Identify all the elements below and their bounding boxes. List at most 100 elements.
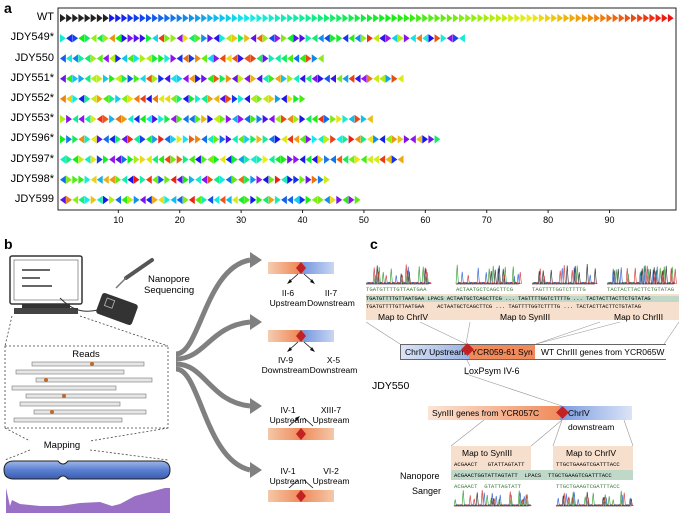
gene-arrow xyxy=(225,74,232,83)
gene-arrow xyxy=(428,13,435,23)
chromatogram-trace xyxy=(454,490,532,507)
gene-arrow xyxy=(188,34,195,43)
gene-arrow xyxy=(115,74,122,83)
gene-arrow xyxy=(225,155,232,164)
gene-arrow xyxy=(121,195,128,205)
gene-arrow xyxy=(158,195,165,205)
gene-arrow xyxy=(274,114,281,124)
panel-b-label: b xyxy=(4,236,13,252)
gene-arrow xyxy=(109,34,115,43)
gene-arrow xyxy=(330,74,336,83)
gene-arrow xyxy=(360,34,367,43)
connector-line xyxy=(623,419,634,447)
gene-arrow xyxy=(360,155,367,164)
gene-arrow xyxy=(299,155,306,164)
gene-arrow xyxy=(330,34,336,43)
gene-arrow xyxy=(631,13,637,23)
gene-arrow xyxy=(188,135,195,144)
gene-arrow xyxy=(96,54,103,63)
gene-arrow xyxy=(133,34,140,43)
x-tick-label: 60 xyxy=(420,215,430,225)
gene-arrow xyxy=(72,195,79,205)
gene-arrow xyxy=(207,135,214,144)
gene-arrow xyxy=(115,114,122,124)
gene-arrow xyxy=(145,114,152,124)
gene-arrow xyxy=(317,74,324,83)
gene-arrow xyxy=(66,135,72,144)
gene-arrow xyxy=(60,155,66,164)
gene-arrow xyxy=(244,114,251,124)
gene-arrow xyxy=(139,74,146,83)
gene-arrow xyxy=(317,135,324,144)
gene-arrow xyxy=(440,34,447,43)
gene-arrow xyxy=(188,155,195,164)
gene-arrow xyxy=(244,54,251,63)
gene-arrow xyxy=(311,135,318,144)
gene-arrow xyxy=(219,13,226,23)
gene-arrow xyxy=(145,195,152,205)
gene-arrow xyxy=(170,195,177,205)
gene-arrow xyxy=(66,175,72,184)
gene-arrow xyxy=(213,135,220,144)
gene-arrow xyxy=(182,155,189,164)
gene-arrow xyxy=(231,13,238,23)
gene-arrow xyxy=(287,135,294,144)
reads-label: Reads xyxy=(72,349,100,360)
gene-arrow xyxy=(225,34,232,43)
gene-arrow xyxy=(219,195,226,205)
gene-arrow xyxy=(268,34,275,43)
gene-arrow xyxy=(133,175,140,184)
gene-arrow xyxy=(90,13,97,23)
strain-label: JDY597* xyxy=(10,152,54,165)
gene-arrow xyxy=(545,13,551,23)
gene-arrow xyxy=(145,13,152,23)
gene-arrow xyxy=(373,74,379,83)
gene-arrow xyxy=(397,155,404,164)
gene-arrow xyxy=(274,13,281,23)
gene-arrow xyxy=(409,34,416,43)
gene-arrow xyxy=(78,13,85,23)
gene-arrow xyxy=(293,135,300,144)
gene-arrow xyxy=(354,135,361,144)
plot-frame xyxy=(57,7,677,211)
chromatogram-trace xyxy=(366,265,431,285)
gene-arrow xyxy=(274,175,281,184)
gene-arrow xyxy=(305,135,312,144)
gene-arrow xyxy=(225,13,232,23)
gene-arrow xyxy=(643,13,650,23)
junction-3-left: IV-1 Upstream xyxy=(269,405,307,425)
pipette-icon xyxy=(115,258,154,289)
gene-arrow xyxy=(158,155,165,164)
gene-arrow xyxy=(109,114,115,124)
gene-arrow xyxy=(188,13,195,23)
gene-arrow xyxy=(201,74,208,83)
map-label-chriv: Map to ChrIV xyxy=(378,312,429,322)
gene-arrow xyxy=(305,195,312,205)
gene-arrow xyxy=(262,175,269,184)
gene-arrow xyxy=(391,74,398,83)
gene-arrow xyxy=(274,94,281,104)
gene-arrow xyxy=(84,94,91,104)
gene-arrow xyxy=(225,94,232,104)
gene-arrow xyxy=(90,74,97,83)
gene-arrow xyxy=(231,94,238,104)
gene-arrow xyxy=(127,13,134,23)
gene-arrow xyxy=(152,175,158,184)
gene-arrow xyxy=(287,13,294,23)
gene-arrow xyxy=(299,94,306,104)
gene-arrow xyxy=(250,135,257,144)
gene-arrow xyxy=(182,54,189,63)
gene-arrow xyxy=(213,195,220,205)
top-seq-1: TGATGTTTTGTTAATGAA xyxy=(366,286,427,293)
gene-arrow xyxy=(102,155,109,164)
gene-arrow xyxy=(72,54,79,63)
chromosome-shape xyxy=(3,460,171,480)
gene-arrow xyxy=(348,34,355,43)
gene-arrow xyxy=(201,155,208,164)
gene-arrow xyxy=(78,135,85,144)
gene-arrow xyxy=(293,175,300,184)
gene-arrow xyxy=(152,155,158,164)
gene-arrow xyxy=(96,94,103,104)
gene-arrow xyxy=(207,155,214,164)
gene-arrow xyxy=(102,34,109,43)
